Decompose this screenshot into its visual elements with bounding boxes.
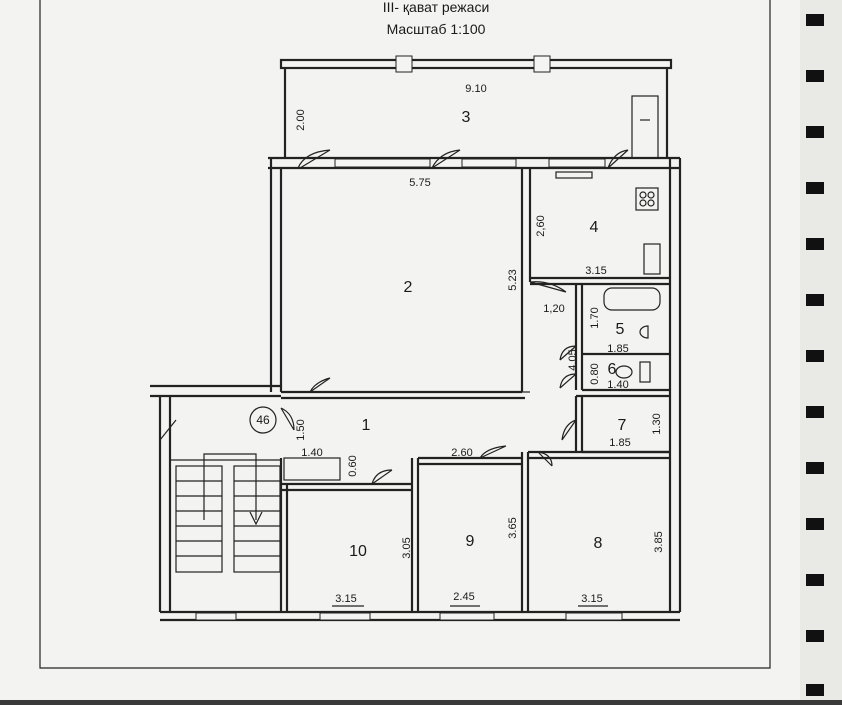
room-number-9: 9 [466, 533, 475, 550]
door-swings [280, 149, 629, 485]
dim-3-85: 3.85 [653, 531, 665, 552]
stove-icon [635, 187, 659, 211]
dim-9-10: 9.10 [465, 83, 486, 95]
dim-4-05: 4.05 [567, 349, 579, 370]
dim-2-45: 2.45 [453, 591, 474, 603]
entry-bubble [249, 406, 277, 434]
washbasin-icon [639, 325, 649, 339]
dim-5-75: 5.75 [409, 177, 430, 189]
dim-2-60-kitchen: 2,60 [535, 215, 547, 236]
toilet-icon [615, 365, 633, 379]
dim-1-40-wc: 1.40 [607, 379, 628, 391]
dim-3-65: 3.65 [507, 517, 519, 538]
dim-1-85-room7: 1.85 [609, 437, 630, 449]
dim-3-15-room10: 3.15 [335, 593, 356, 605]
spiral-binding [806, 14, 824, 696]
dim-5-23: 5.23 [507, 269, 519, 290]
room-number-8: 8 [594, 535, 603, 552]
room-number-2: 2 [404, 279, 413, 296]
room-number-3: 3 [462, 109, 471, 126]
interior-walls [279, 168, 670, 612]
outer-walls [150, 156, 682, 622]
dim-0-60: 0.60 [347, 455, 359, 476]
bathtub-icon [603, 287, 661, 311]
room-number-10: 10 [349, 543, 367, 560]
room-number-4: 4 [590, 219, 599, 236]
dim-3-05: 3.05 [401, 537, 413, 558]
dim-3-15-room8: 3.15 [581, 593, 602, 605]
stairwell [159, 419, 281, 573]
dim-1-40-niche: 1.40 [301, 447, 322, 459]
dim-1-85-bath: 1.85 [607, 343, 628, 355]
drawing-frame [39, 0, 771, 669]
balcony-walls [279, 55, 673, 159]
dim-1-70: 1.70 [589, 307, 601, 328]
dim-0-80: 0.80 [589, 363, 601, 384]
sink-icon [643, 243, 661, 275]
entry-bubble-label: 46 [256, 413, 270, 427]
room-number-1: 1 [362, 417, 371, 434]
dim-1-30: 1.30 [651, 413, 663, 434]
room-number-6: 6 [608, 361, 617, 378]
plan-scale: Масштаб 1:100 [387, 21, 486, 37]
dim-2-60-corridor: 2.60 [451, 447, 472, 459]
plan-title: III- қават режаси [383, 0, 490, 15]
fixtures [555, 171, 661, 383]
dim-1-50: 1.50 [295, 419, 307, 440]
dim-3-15-kitchen: 3.15 [585, 265, 606, 277]
dim-1-20: 1,20 [543, 303, 564, 315]
dim-2-00: 2.00 [295, 109, 307, 130]
room-number-5: 5 [616, 321, 625, 338]
room-number-7: 7 [618, 417, 627, 434]
